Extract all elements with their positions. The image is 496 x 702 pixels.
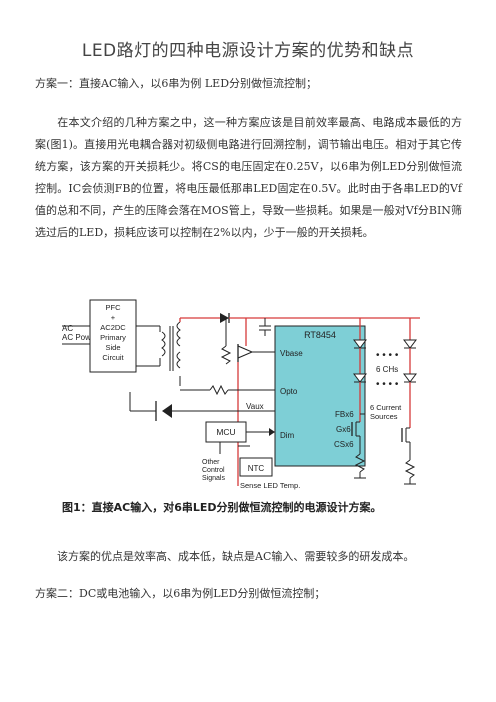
ntc-label: NTC xyxy=(248,464,265,473)
paragraph-1-text: 在本文介绍的几种方案之中，这一种方案应该是目前效率最高、电路成本最低的方案(图1… xyxy=(35,116,462,239)
pfc-box xyxy=(89,299,137,373)
vaux-label: Vaux xyxy=(246,402,264,411)
mcu-label: MCU xyxy=(216,427,235,437)
scheme2-heading: 方案二：DC或电池输入，以6串为例LED分别做恒流控制； xyxy=(35,587,326,600)
dim-label: Dim xyxy=(280,431,295,440)
pfc-line-1: PFC xyxy=(106,303,122,312)
ac-power-label: AC Power xyxy=(62,333,98,342)
other-line-1: Other xyxy=(202,459,220,466)
gx6-label: Gx6 xyxy=(336,425,351,434)
current-sources-line-1: 6 Current xyxy=(370,403,402,412)
ntc-box xyxy=(239,457,273,477)
fbx6-label: FBx6 xyxy=(335,410,354,419)
svg-text:• • • •: • • • • xyxy=(376,350,399,361)
pfc-line-6: Circuit xyxy=(102,353,124,362)
circuit-diagram: AC Power AC PFC + AC2DC Primary Side Cir… xyxy=(62,299,420,490)
vbase-label: Vbase xyxy=(280,349,303,358)
ic-label: RT8454 xyxy=(304,330,336,340)
svg-text:• • • •: • • • • xyxy=(376,379,399,390)
current-sources-line-2: Sources xyxy=(370,412,398,421)
opto-label: Opto xyxy=(280,387,298,396)
pfc-line-3: AC2DC xyxy=(100,323,126,332)
sense-led-label: Sense LED Temp. xyxy=(240,481,300,490)
figure-caption: 图1：直接AC输入，对6串LED分别做恒流控制的电源设计方案。 xyxy=(62,501,382,514)
pfc-line-2: + xyxy=(111,313,116,322)
pfc-line-4: Primary xyxy=(100,333,126,342)
svg-text:AC: AC xyxy=(62,324,73,333)
other-line-3: Signals xyxy=(202,475,225,482)
pfc-line-5: Side xyxy=(105,343,120,352)
other-line-2: Control xyxy=(202,467,225,474)
paragraph-1: 在本文介绍的几种方案之中，这一种方案应该是目前效率最高、电路成本最低的方案(图1… xyxy=(35,112,462,244)
scheme1-heading: 方案一：直接AC输入，以6串为例 LED分别做恒流控制； xyxy=(35,77,318,90)
six-chs-label: 6 CHs xyxy=(376,365,398,374)
ic-rt8454 xyxy=(274,325,366,467)
csx6-label: CSx6 xyxy=(334,440,354,449)
paragraph-2: 该方案的优点是效率高、成本低，缺点是AC输入、需要较多的研发成本。 xyxy=(57,550,415,563)
page-title: LED路灯的四种电源设计方案的优势和缺点 xyxy=(81,41,415,61)
